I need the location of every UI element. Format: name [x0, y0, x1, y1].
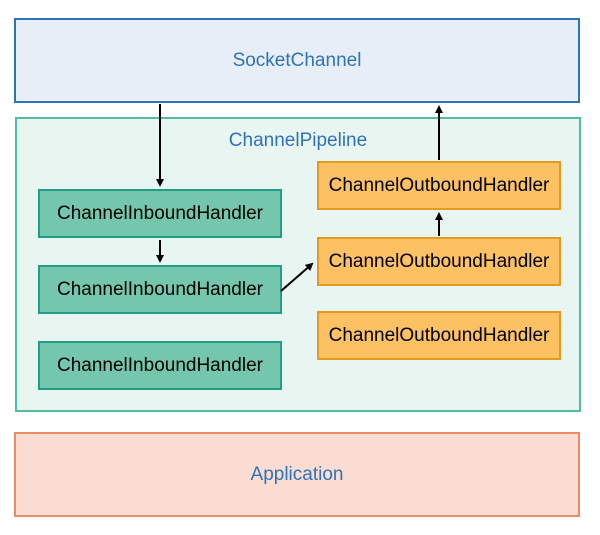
inbound-handler-label-1: ChannelInboundHandler	[57, 202, 263, 224]
outbound-handler-label-2: ChannelOutboundHandler	[328, 250, 550, 272]
inbound-handler-label-2: ChannelInboundHandler	[57, 278, 263, 300]
application-label: Application	[250, 463, 344, 485]
outbound-handler-box-3: ChannelOutboundHandler	[317, 311, 561, 360]
outbound-handler-label-1: ChannelOutboundHandler	[328, 174, 550, 196]
inbound-handler-box-1: ChannelInboundHandler	[38, 189, 282, 238]
application-box: Application	[14, 432, 580, 517]
channel-pipeline-label: ChannelPipeline	[228, 130, 368, 151]
inbound-handler-box-2: ChannelInboundHandler	[38, 265, 282, 314]
socket-channel-label: SocketChannel	[232, 49, 362, 71]
inbound-handler-label-3: ChannelInboundHandler	[57, 354, 263, 376]
outbound-handler-box-2: ChannelOutboundHandler	[317, 237, 561, 286]
socket-channel-box: SocketChannel	[14, 18, 580, 103]
inbound-handler-box-3: ChannelInboundHandler	[38, 341, 282, 390]
outbound-handler-label-3: ChannelOutboundHandler	[328, 324, 550, 346]
outbound-handler-box-1: ChannelOutboundHandler	[317, 161, 561, 210]
